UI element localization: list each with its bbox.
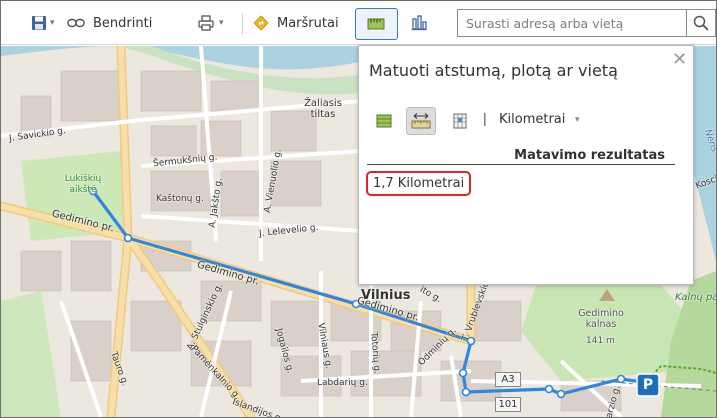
chart-button[interactable] — [411, 1, 427, 45]
map-label: Žaliasis tiltas — [304, 98, 342, 120]
map-label: Lukiškių aikštė — [64, 174, 102, 195]
search-box — [457, 9, 687, 37]
toolbar: ▾ Bendrinti ▾ Maršrutai — [1, 1, 716, 45]
parking-label: P — [642, 377, 654, 393]
magnifier-icon — [693, 15, 709, 31]
printer-icon — [198, 15, 214, 31]
map-label: Gedimino kalnas — [578, 308, 624, 330]
chevron-down-icon[interactable]: ▾ — [575, 114, 580, 124]
distance-icon — [411, 113, 431, 129]
road-shield-a3: A3 — [495, 372, 521, 387]
parking-icon[interactable] — [636, 373, 660, 397]
map-label: Labdarių g. — [317, 378, 368, 388]
routes-label: Maršrutai — [277, 15, 339, 31]
close-icon[interactable]: ✕ — [672, 49, 688, 69]
floppy-disk-icon — [32, 16, 46, 30]
map-label: Kaštonų g. — [156, 194, 204, 204]
search-button[interactable] — [687, 9, 716, 37]
measure-button[interactable] — [355, 8, 398, 40]
map-label: Vilnius — [361, 288, 411, 303]
bar-chart-icon — [411, 15, 427, 31]
map-label: Kalnų parkas — [675, 292, 716, 303]
share-button[interactable]: Bendrinti — [67, 1, 152, 45]
ruler-icon — [367, 18, 385, 30]
measure-path — [88, 186, 650, 399]
measure-panel: Matuoti atstumą, plotą ar vietą ✕ | Kilo… — [358, 45, 694, 285]
distance-tool-button[interactable] — [406, 107, 436, 135]
toolbar-divider — [242, 13, 243, 35]
result-header: Matavimo rezultatas — [367, 148, 675, 165]
save-button[interactable]: ▾ — [31, 1, 55, 45]
map-label: 141 m — [586, 336, 615, 346]
chevron-down-icon: ▾ — [50, 18, 55, 28]
result-value: 1,7 Kilometrai — [366, 171, 472, 196]
unit-select[interactable]: Kilometrai — [499, 112, 566, 127]
routes-button[interactable]: Maršrutai — [253, 1, 339, 45]
print-button[interactable]: ▾ — [198, 1, 224, 45]
directions-icon — [253, 15, 269, 31]
share-label: Bendrinti — [93, 15, 153, 31]
area-tool-button[interactable] — [369, 107, 399, 135]
location-tool-button[interactable] — [445, 107, 475, 135]
location-grid-icon — [453, 113, 467, 129]
panel-title: Matuoti atstumą, plotą ar vietą — [369, 61, 618, 80]
road-shield-101: 101 — [495, 397, 521, 412]
search-input[interactable] — [458, 10, 686, 36]
link-icon — [67, 18, 85, 28]
area-icon — [376, 114, 392, 128]
chevron-down-icon: ▾ — [219, 18, 224, 28]
panel-divider: | — [483, 110, 487, 126]
